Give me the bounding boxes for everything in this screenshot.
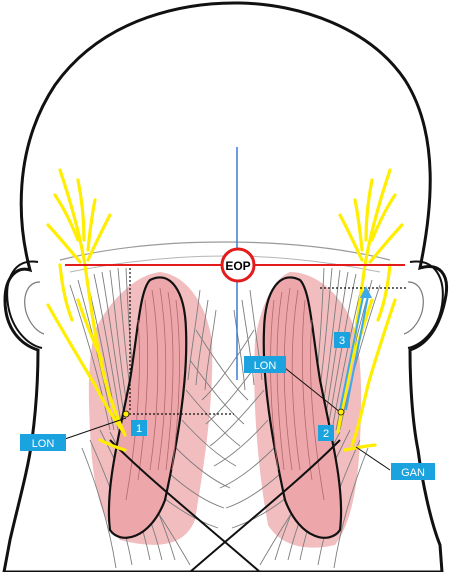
point-2-badge: 2 — [318, 425, 334, 441]
gan-badge: GAN — [391, 463, 435, 480]
point-1-label: 1 — [136, 423, 142, 435]
right-ear-inner — [404, 282, 423, 334]
gan-label: GAN — [401, 467, 425, 479]
right-ear — [408, 261, 443, 348]
left-ear-inner — [25, 282, 44, 334]
point-3-label: 3 — [339, 335, 345, 347]
point-2-marker — [338, 409, 344, 415]
lon-right-badge: LON — [244, 356, 286, 373]
eop-label: EOP — [225, 259, 250, 273]
lon-right-label: LON — [254, 360, 277, 372]
lon-left-badge: LON — [20, 434, 66, 451]
point-1-marker — [123, 411, 129, 417]
point-2-label: 2 — [323, 428, 329, 440]
eop-marker: EOP — [222, 249, 254, 281]
lon-left-label: LON — [32, 438, 55, 450]
point-1-badge: 1 — [131, 420, 147, 436]
point-3-badge: 3 — [334, 332, 350, 348]
